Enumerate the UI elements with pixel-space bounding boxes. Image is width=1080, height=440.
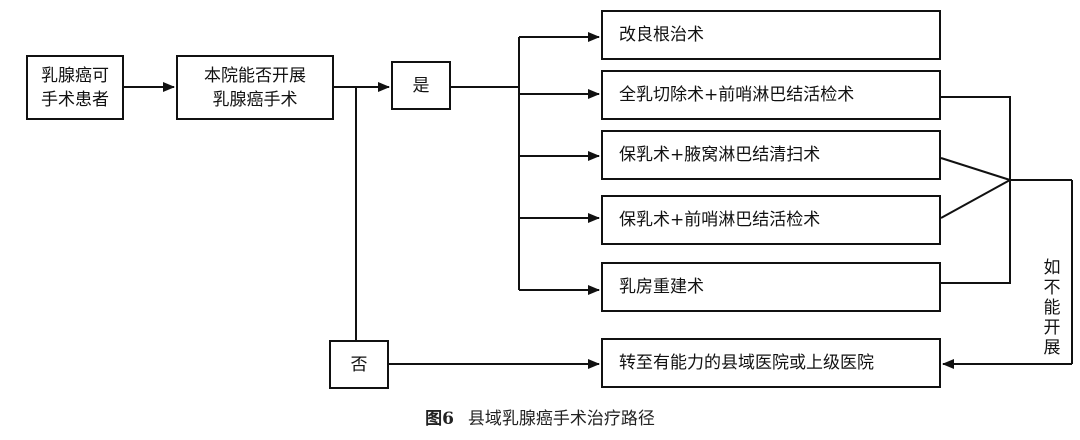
node-patients: 乳腺癌可 手术患者 bbox=[26, 55, 124, 120]
figure-caption: 图6 县域乳腺癌手术治疗路径 bbox=[0, 404, 1080, 429]
node-yes: 是 bbox=[391, 61, 451, 110]
side-label-char: 如 bbox=[1043, 258, 1061, 278]
node-op4-label: 保乳术+前哨淋巴结活检术 bbox=[619, 210, 821, 230]
node-op5: 乳房重建术 bbox=[601, 262, 941, 312]
node-op2-label: 全乳切除术+前哨淋巴结活检术 bbox=[619, 85, 855, 105]
node-referral-label: 转至有能力的县域医院或上级医院 bbox=[619, 353, 874, 373]
figure-title: 县域乳腺癌手术治疗路径 bbox=[467, 409, 655, 429]
node-capability-label: 本院能否开展 乳腺癌手术 bbox=[204, 65, 306, 110]
node-capability: 本院能否开展 乳腺癌手术 bbox=[176, 55, 334, 120]
figure-number: 图6 bbox=[425, 409, 454, 429]
node-no: 否 bbox=[329, 340, 389, 389]
node-yes-label: 是 bbox=[412, 75, 430, 96]
node-op5-label: 乳房重建术 bbox=[619, 277, 704, 297]
side-label-cannot-perform: 如 不 能 开 展 bbox=[1040, 258, 1064, 358]
node-op1-label: 改良根治术 bbox=[619, 25, 704, 45]
node-op4: 保乳术+前哨淋巴结活检术 bbox=[601, 195, 941, 245]
side-label-char: 能 bbox=[1043, 298, 1061, 318]
side-label-char: 不 bbox=[1043, 278, 1061, 298]
node-patients-label: 乳腺癌可 手术患者 bbox=[41, 65, 109, 110]
side-label-char: 开 bbox=[1043, 318, 1061, 338]
line-op4-collector bbox=[940, 179, 1011, 219]
line-op5-collector bbox=[941, 180, 1011, 284]
node-op2: 全乳切除术+前哨淋巴结活检术 bbox=[601, 70, 941, 120]
node-op3-label: 保乳术+腋窝淋巴结清扫术 bbox=[619, 145, 821, 165]
side-label-char: 展 bbox=[1043, 338, 1061, 358]
line-op2-collector bbox=[941, 96, 1011, 180]
node-op3: 保乳术+腋窝淋巴结清扫术 bbox=[601, 130, 941, 180]
node-no-label: 否 bbox=[350, 354, 368, 375]
node-referral: 转至有能力的县域医院或上级医院 bbox=[601, 338, 941, 388]
node-op1: 改良根治术 bbox=[601, 10, 941, 60]
line-op3-collector bbox=[940, 157, 1011, 181]
